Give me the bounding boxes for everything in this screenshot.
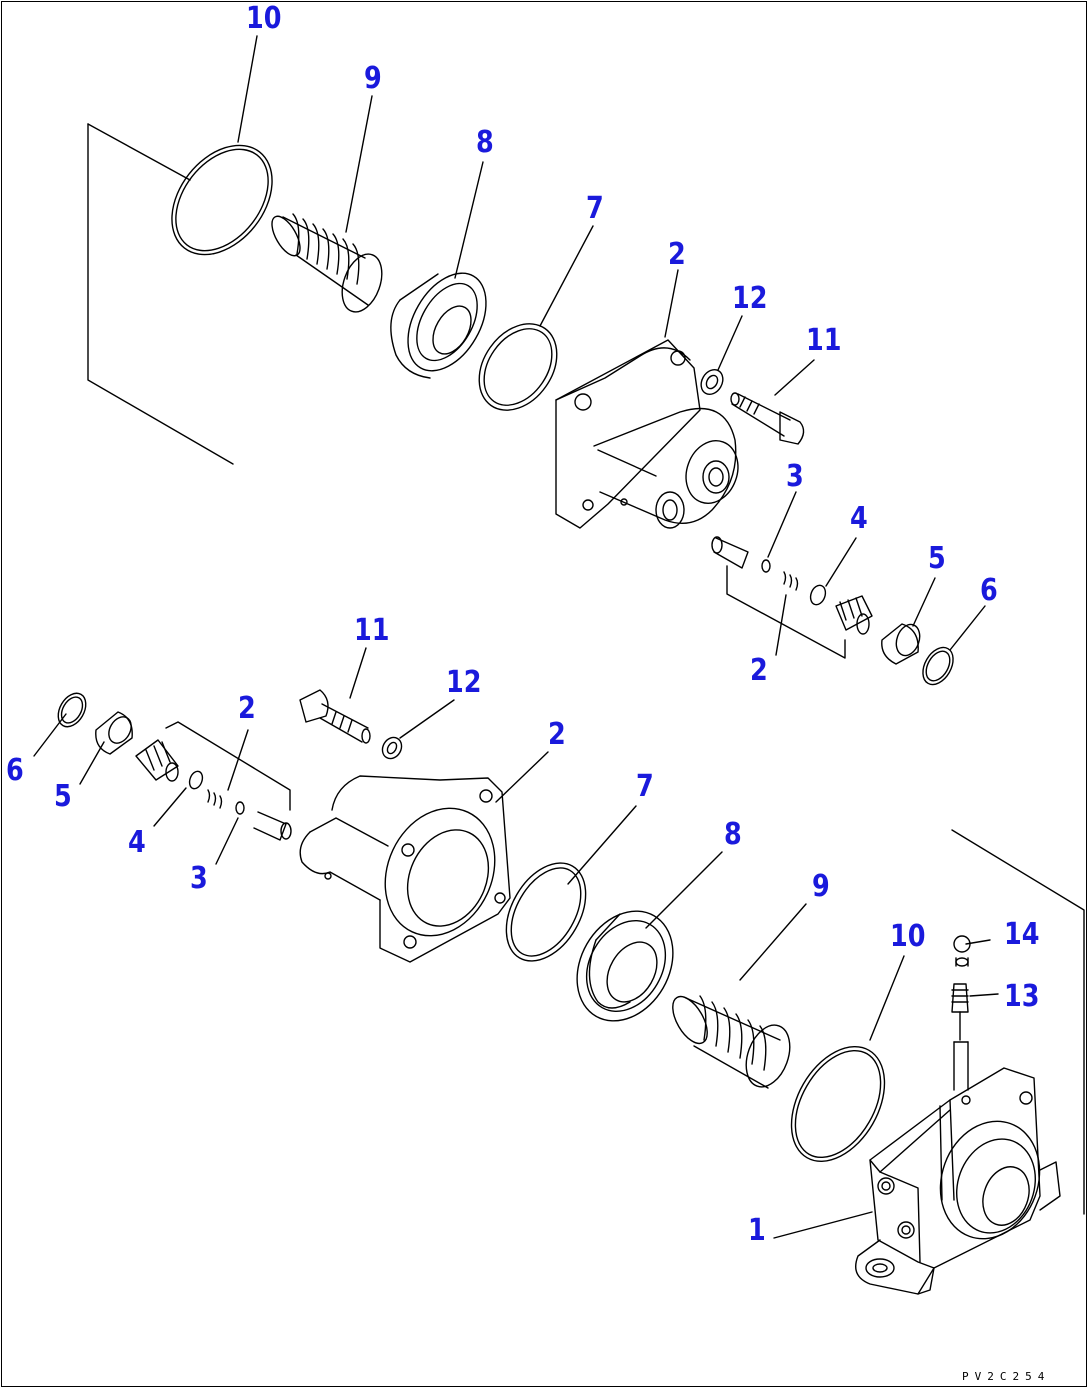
washer-small-left <box>236 802 244 814</box>
callout-washer-middle: 12 <box>446 665 482 700</box>
spring-small-left <box>208 790 222 808</box>
callout-pin-group-left: 2 <box>238 691 256 726</box>
o-ring-top <box>151 126 292 274</box>
callout-cap-left: 5 <box>54 779 72 814</box>
middle-leader-lines <box>34 648 998 1238</box>
callout-pin-group-top: 2 <box>750 653 768 688</box>
drawing-code: PV2C254 <box>962 1370 1051 1383</box>
o-ring-middle <box>772 1030 903 1177</box>
callout-o-ring-small-left: 4 <box>128 825 146 860</box>
o-ring-small-left <box>187 769 204 790</box>
callout-cap-top: 5 <box>928 541 946 576</box>
spring-top <box>266 212 389 317</box>
o-ring-small-top <box>808 583 828 607</box>
top-leader-lines <box>238 36 985 658</box>
spring-middle <box>666 991 798 1093</box>
seal-ring-middle <box>490 849 602 975</box>
top-reference-plane <box>88 124 233 464</box>
callout-o-ring-top: 10 <box>246 1 282 36</box>
callout-cap-fitting: 14 <box>1004 917 1040 952</box>
callout-bearing-block: 1 <box>748 1213 766 1248</box>
washer-middle <box>379 734 406 762</box>
callout-piston-top: 8 <box>476 125 494 160</box>
cap-top <box>882 621 924 664</box>
bearing-block <box>856 1068 1060 1294</box>
callout-snap-ring-top: 6 <box>980 573 998 608</box>
snap-ring-top <box>917 642 960 690</box>
cylinder-housing-middle <box>300 776 515 962</box>
piston-middle <box>558 894 692 1038</box>
callout-piston-middle: 8 <box>724 817 742 852</box>
callout-bolt-top: 11 <box>806 323 842 358</box>
callout-bolt-middle: 11 <box>354 613 390 648</box>
piston-top <box>391 260 502 385</box>
callout-o-ring-middle: 10 <box>890 919 926 954</box>
callout-housing-top: 2 <box>668 237 686 272</box>
callout-seal-ring-top: 7 <box>586 191 604 226</box>
callout-grease-fitting: 13 <box>1004 979 1040 1014</box>
cap-left <box>96 712 136 754</box>
callout-washer-small-top: 3 <box>786 459 804 494</box>
plug-left <box>136 740 178 781</box>
callout-washer-top: 12 <box>732 281 768 316</box>
grease-fitting-13 <box>952 984 968 1090</box>
spring-small-top <box>762 560 798 590</box>
cap-fitting-14 <box>954 936 970 966</box>
callout-housing-middle: 2 <box>548 717 566 752</box>
plug-top <box>836 596 872 634</box>
callout-spring-middle: 9 <box>812 869 830 904</box>
callout-seal-ring-middle: 7 <box>636 769 654 804</box>
callout-snap-ring-left: 6 <box>6 753 24 788</box>
callout-spring-top: 9 <box>364 61 382 96</box>
bolt-middle <box>300 690 370 743</box>
pin-top <box>712 537 748 568</box>
cylinder-housing-top <box>556 340 746 528</box>
callout-washer-small-left: 3 <box>190 861 208 896</box>
washer-top <box>697 366 727 399</box>
seal-ring-top <box>463 309 573 425</box>
bottom-reference-plane <box>952 830 1084 1214</box>
callout-o-ring-small-top: 4 <box>850 501 868 536</box>
snap-ring-left <box>53 688 92 731</box>
bolt-top <box>731 393 804 444</box>
pin-left <box>254 812 291 840</box>
